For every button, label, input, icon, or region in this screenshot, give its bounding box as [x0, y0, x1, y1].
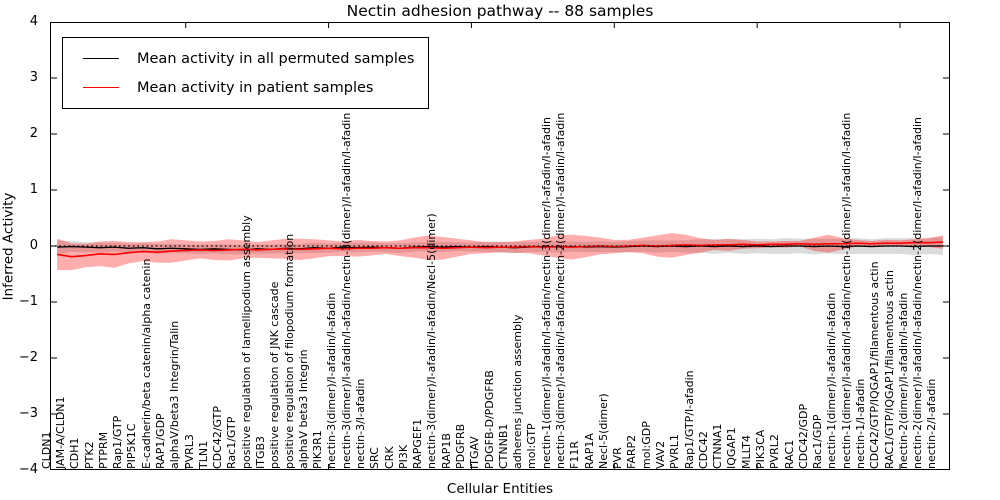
- permuted-line-swatch: [83, 58, 119, 59]
- legend-label-permuted: Mean activity in all permuted samples: [137, 50, 415, 67]
- x-axis-label: Cellular Entities: [446, 481, 554, 497]
- y-tick-label: 0: [29, 238, 38, 253]
- legend-entry-permuted: Mean activity in all permuted samples: [75, 44, 414, 73]
- legend: Mean activity in all permuted samples Me…: [62, 37, 430, 109]
- plot-canvas: [50, 22, 950, 470]
- y-tick-label: 2: [29, 126, 38, 141]
- y-tick-label: −3: [18, 406, 38, 421]
- y-tick-label: 1: [29, 182, 38, 197]
- legend-entry-patient: Mean activity in patient samples: [75, 73, 414, 102]
- legend-label-patient: Mean activity in patient samples: [137, 79, 374, 96]
- y-tick-label: −2: [18, 350, 38, 365]
- chart-title: Nectin adhesion pathway -- 88 samples: [346, 2, 654, 20]
- permuted-uncertainty-band: [57, 237, 943, 255]
- patient-mean-line: [57, 241, 943, 258]
- y-tick-label: −4: [18, 462, 38, 477]
- patient-line-swatch: [83, 87, 119, 88]
- y-tick-label: 3: [29, 70, 38, 85]
- y-tick-label: −1: [18, 294, 38, 309]
- y-tick-label: 4: [29, 14, 38, 29]
- patient-uncertainty-band: [57, 233, 943, 271]
- y-tick-labels: 4 3 2 1 0 −1 −2 −3 −4: [0, 14, 46, 477]
